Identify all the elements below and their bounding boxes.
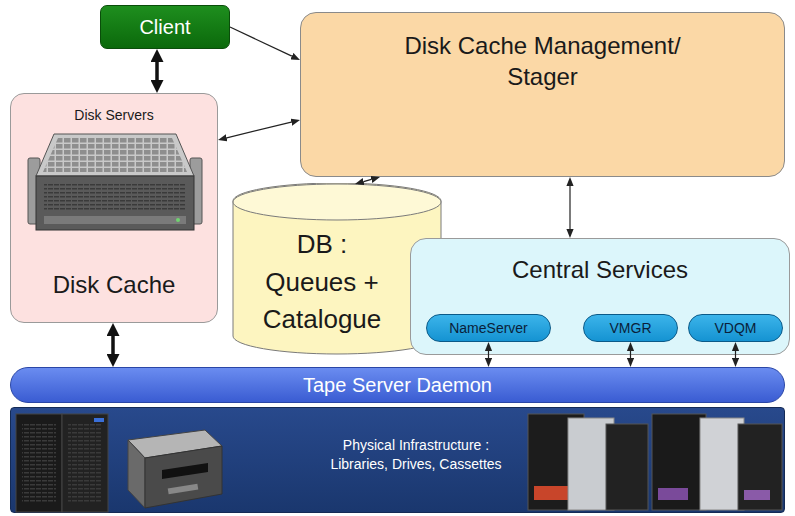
cassette-label (534, 486, 570, 500)
control-arrow (630, 351, 631, 358)
control-arrow (364, 179, 372, 181)
cassette (738, 424, 782, 510)
central-services-label: Central Services (512, 256, 688, 285)
library-vents (68, 424, 102, 504)
tape-library-picture (16, 414, 108, 512)
stager-box: Disk Cache Management/ Stager (300, 12, 785, 177)
data-flow-arrow (155, 62, 159, 80)
cassette (652, 414, 706, 510)
drive-button (168, 484, 199, 495)
disk-cache-label: Disk Cache (53, 271, 176, 300)
tape-server-label: Tape Server Daemon (303, 373, 492, 397)
server-front (36, 176, 194, 230)
library-cabinet (62, 414, 108, 512)
service-label: VMGR (610, 320, 652, 337)
disk-server-picture (28, 134, 202, 230)
library-vents (22, 424, 56, 504)
server-bezel (44, 216, 186, 224)
service-pill: NameServer (426, 314, 551, 342)
control-arrow (735, 351, 736, 358)
drive-side (128, 440, 145, 508)
client-label: Client (139, 15, 190, 39)
tape-server-band: Tape Server Daemon (10, 367, 785, 403)
service-label: NameServer (449, 320, 528, 337)
cassette-label (744, 490, 770, 500)
stager-label: Disk Cache Management/ Stager (378, 30, 708, 92)
control-arrow (569, 186, 570, 229)
server-drive-grid (43, 138, 187, 172)
cassette (606, 424, 648, 510)
control-arrow (227, 122, 292, 138)
server-vents (44, 184, 186, 210)
data-flow-arrow (111, 336, 115, 354)
tape-drive-picture (128, 430, 222, 508)
service-pill: VMGR (583, 314, 678, 342)
server-top (36, 134, 194, 176)
library-badge (94, 418, 104, 422)
drive-slot (162, 463, 208, 479)
control-arrow (488, 351, 489, 358)
database-label: DB : Queues + Catalogue (252, 226, 392, 339)
client-box: Client (100, 5, 230, 49)
cassette-picture (528, 414, 782, 510)
server-led (176, 218, 180, 222)
control-arrow (230, 27, 292, 56)
physical-infrastructure-label: Physical Infrastructure : Libraries, Dri… (316, 436, 516, 474)
service-label: VDQM (715, 320, 757, 337)
cassette (700, 418, 744, 510)
service-pill: VDQM (688, 314, 783, 342)
cassette-label (658, 488, 688, 500)
library-cabinet (16, 414, 62, 512)
drive-front (145, 446, 222, 508)
disk-servers-label: Disk Servers (74, 107, 153, 124)
central-services-box: Central ServicesNameServer VMGR VDQM (410, 238, 790, 355)
cylinder-top (233, 184, 441, 220)
